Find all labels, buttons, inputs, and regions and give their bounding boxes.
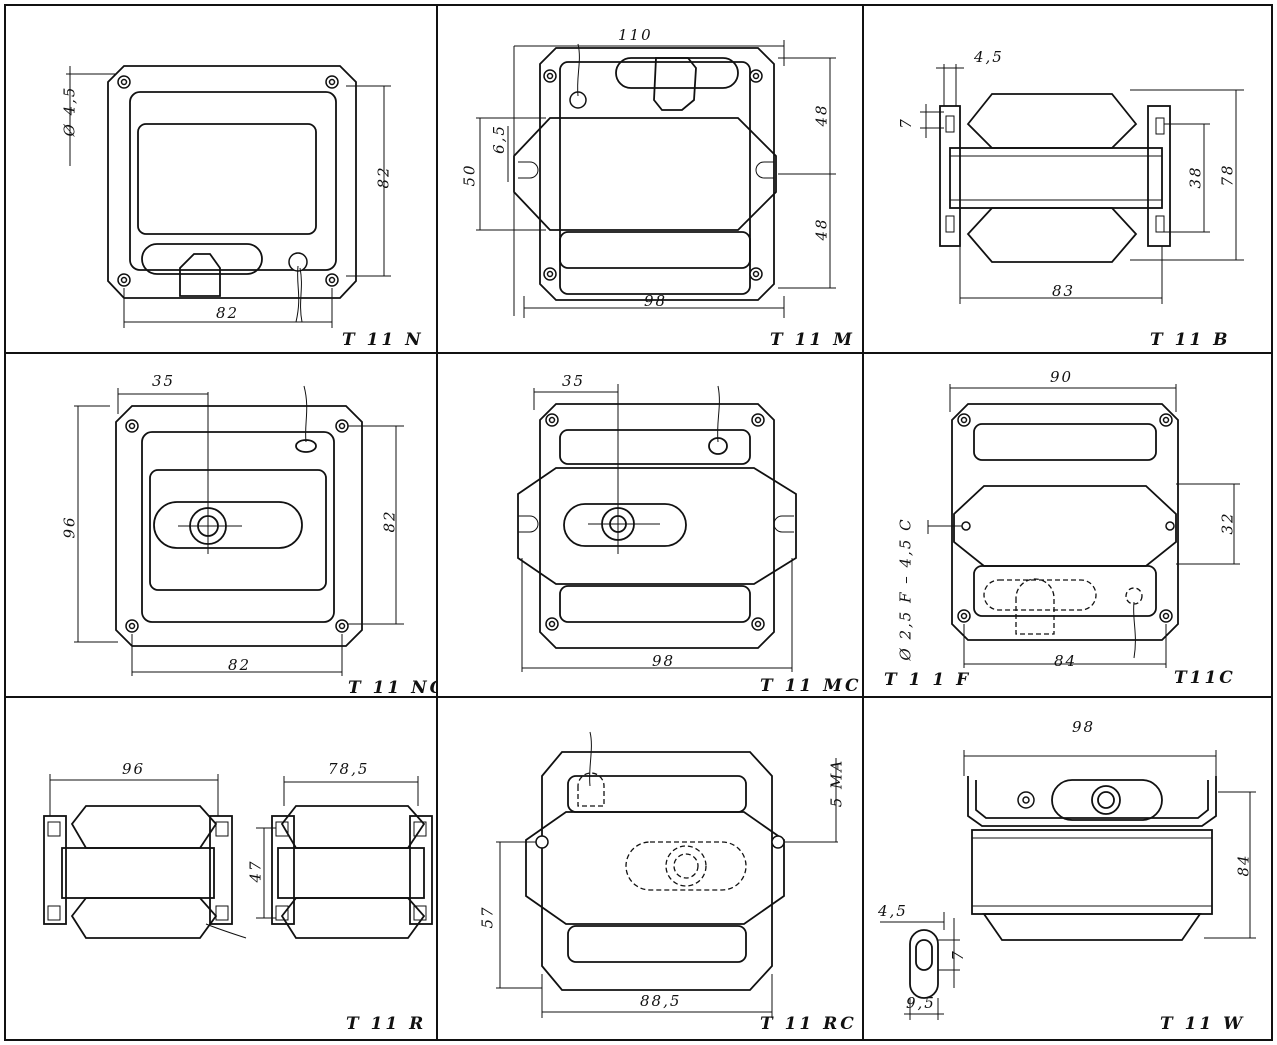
panel-t11nc: 35 96 82 82 T 11 NC [4,352,438,698]
t11w-tab-slot-dimension: 7 [948,949,967,961]
t11w-label: T 11 W [1160,1014,1246,1034]
t11nc-drawing [74,385,404,676]
t11m-slot-dimension: 6,5 [489,124,508,154]
t11nc-hole-spacing-dimension: 82 [380,509,399,533]
t11r-width-dimension: 96 [122,760,146,778]
t11w-tab-span-dimension: 9,5 [906,994,936,1012]
t11w-tab-width-dimension: 4,5 [878,902,908,920]
t11mc-width-dimension: 98 [652,652,676,670]
t11b-total-height-dimension: 78 [1218,163,1237,187]
t11f-drawing [927,384,1240,668]
panel-t11f-t11c: 90 32 Ø 2,5 F – 4,5 C 84 T 1 1 F T11C [862,352,1273,698]
t11rc-label: T 11 RC [760,1014,857,1034]
t11b-drawing [920,64,1244,304]
t11n-label: T 11 N [342,330,424,350]
t11m-drawing [476,40,836,318]
t11nc-width-dimension: 82 [228,656,252,674]
t11nc-offset-dimension: 35 [152,372,176,390]
t11m-width-dimension: 98 [644,292,668,310]
t11mc-label: T 11 MC [760,676,862,696]
t11rc-height-dimension: 57 [478,905,497,929]
panel-t11mc: 35 98 T 11 MC [436,352,864,698]
t11w-width-dimension: 98 [1072,718,1096,736]
t11m-top-width-dimension: 110 [618,26,653,44]
t11f-label: T 1 1 F [884,670,972,690]
t11m-lower-height-dimension: 48 [812,217,831,241]
t11f-width-dimension: 90 [1050,368,1074,386]
t11rc-offset-dimension: 5 MA [827,758,846,808]
t11c-label: T11C [1174,668,1236,688]
t11nc-height-dimension: 96 [60,515,79,539]
t11m-label: T 11 M [770,330,855,350]
t11b-label: T 11 B [1150,330,1231,350]
t11b-tab-height-dimension: 7 [896,117,915,129]
t11m-cover-height-dimension: 50 [460,163,479,187]
t11n-drawing [66,65,391,328]
panel-t11n: Ø 4,5 82 82 T 11 N [4,4,438,354]
t11rc-drawing [496,731,838,1018]
panel-t11b: 4,5 7 38 78 83 T 11 B [862,4,1273,354]
panel-t11m: 110 48 48 6,5 50 98 T 11 M [436,4,864,354]
t11r-drawing [43,774,433,939]
t11b-width-dimension: 83 [1052,282,1076,300]
t11b-tab-width-dimension: 4,5 [974,48,1004,66]
t11nc-label: T 11 NC [348,678,438,698]
t11m-upper-height-dimension: 48 [812,103,831,127]
t11r-height-dimension: 47 [246,859,265,883]
t11n-height-dimension: 82 [374,165,393,189]
t11f-mount-spacing-dimension: 32 [1218,511,1237,535]
t11r-label: T 11 R [346,1014,427,1034]
panel-t11rc: 5 MA 57 88,5 T 11 RC [436,696,864,1041]
t11rc-width-dimension: 88,5 [640,992,682,1010]
t11w-drawing [880,750,1256,1020]
t11r-side-width-dimension: 78,5 [328,760,370,778]
t11f-hole-spacing-dimension: 84 [1054,652,1078,670]
t11mc-drawing [517,384,797,672]
t11n-hole-dimension: Ø 4,5 [60,85,79,137]
t11mc-offset-dimension: 35 [562,372,586,390]
panel-t11r: 96 78,5 47 T 11 R [4,696,438,1041]
panel-t11w: 98 84 4,5 7 9,5 T 11 W [862,696,1273,1041]
t11f-hole-dimension: Ø 2,5 F – 4,5 C [896,517,915,661]
t11w-height-dimension: 84 [1234,853,1253,877]
t11n-width-dimension: 82 [216,304,240,322]
t11b-core-height-dimension: 38 [1186,165,1205,189]
